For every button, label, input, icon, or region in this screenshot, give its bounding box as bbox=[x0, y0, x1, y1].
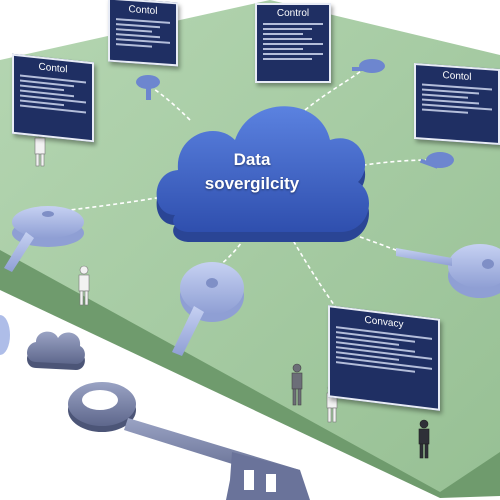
info-sign-left: Contol bbox=[12, 53, 94, 143]
sign-text-lines bbox=[336, 326, 432, 375]
person-icon bbox=[291, 363, 303, 406]
cloud-label-line2: sovergilcity bbox=[204, 174, 300, 193]
cloud-icon bbox=[156, 106, 370, 242]
sign-text-lines bbox=[20, 74, 86, 114]
key-icon bbox=[396, 244, 500, 298]
info-sign-top-left: Contol bbox=[108, 0, 178, 67]
person-icon bbox=[78, 265, 90, 306]
sign-title: Contol bbox=[128, 3, 158, 18]
info-sign-top-center: Control bbox=[255, 3, 331, 83]
sign-text-lines bbox=[422, 83, 492, 116]
cloud-icon bbox=[27, 331, 85, 370]
sign-text-lines bbox=[116, 18, 170, 49]
person-icon bbox=[418, 419, 430, 459]
key-icon bbox=[172, 262, 244, 356]
key-icon bbox=[68, 382, 310, 500]
sign-text-lines bbox=[263, 23, 323, 60]
key-icon bbox=[136, 75, 160, 100]
key-icon bbox=[0, 315, 10, 355]
key-icon bbox=[4, 206, 84, 272]
key-icon bbox=[419, 152, 454, 169]
sign-title: Control bbox=[276, 8, 310, 19]
cloud-label: Data sovergilcity bbox=[172, 148, 332, 196]
key-icon bbox=[352, 59, 385, 73]
info-sign-bottom-right: Convacy bbox=[328, 305, 440, 411]
info-sign-right: Contol bbox=[414, 62, 500, 146]
cloud-label-line1: Data bbox=[233, 150, 271, 169]
